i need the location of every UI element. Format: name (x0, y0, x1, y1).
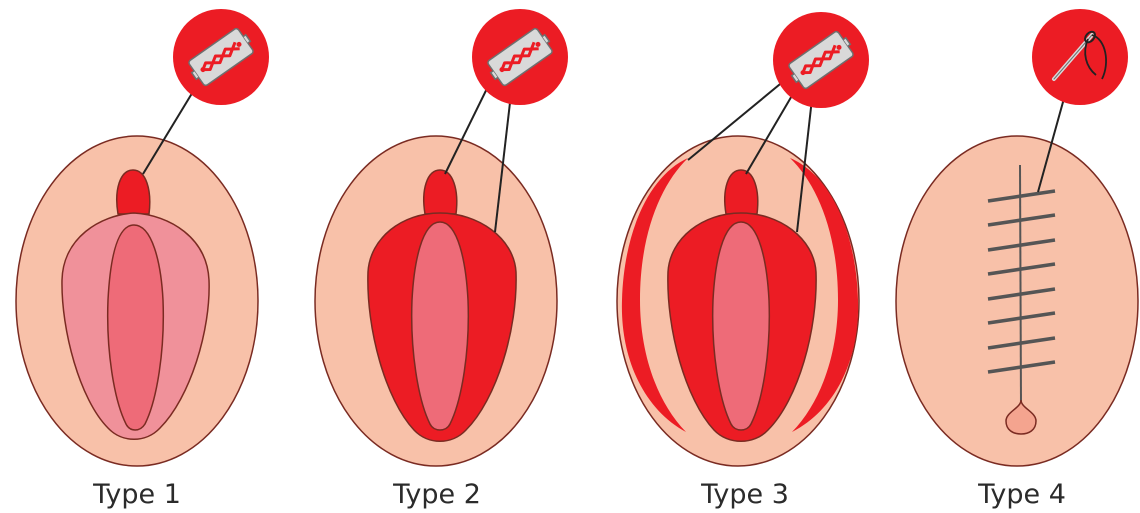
panel-type-3: Type 3 (617, 12, 869, 510)
panel-type-1: Type 1 (16, 9, 269, 510)
suture-line (1020, 165, 1021, 405)
type-label: Type 3 (700, 479, 789, 510)
clitoral-hood (725, 170, 758, 214)
type-label: Type 4 (977, 479, 1066, 510)
clitoral-hood (117, 170, 150, 214)
panel-type-4: Type 4 (896, 9, 1138, 510)
panel-type-2: Type 2 (315, 9, 568, 510)
clitoral-hood (424, 170, 457, 214)
needle-badge (1032, 9, 1128, 105)
type-label: Type 2 (392, 479, 481, 510)
type-label: Type 1 (92, 479, 181, 510)
